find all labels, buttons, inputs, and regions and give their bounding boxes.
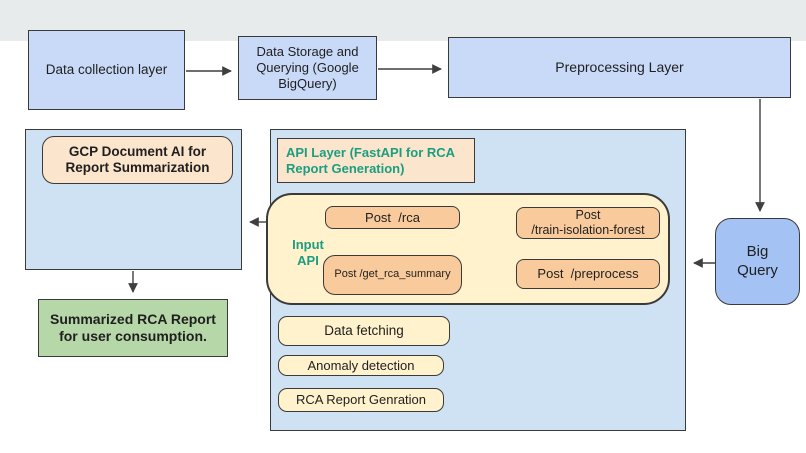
gcp-document-ai-label: GCP Document AI for Report Summarization <box>42 136 233 184</box>
endpoint-post-get-rca-summary: Post /get_rca_summary <box>323 255 462 295</box>
endpoint-post-preprocess: Post /preprocess <box>516 259 660 289</box>
data-collection-layer-box: Data collection layer <box>28 30 185 110</box>
big-query-box: Big Query <box>715 218 800 305</box>
stage-rca-report-generation: RCA Report Genration <box>278 388 444 412</box>
endpoint-post-rca: Post /rca <box>325 206 460 229</box>
preprocessing-layer-box: Preprocessing Layer <box>448 37 791 98</box>
input-api-label: Input API <box>292 237 324 268</box>
stage-data-fetching: Data fetching <box>278 316 450 346</box>
stage-anomaly-detection: Anomaly detection <box>278 355 444 376</box>
api-layer-title: API Layer (FastAPI for RCA Report Genera… <box>277 138 475 183</box>
data-storage-querying-box: Data Storage and Querying (Google BigQue… <box>238 36 377 100</box>
summarized-rca-report-box: Summarized RCA Report for user consumpti… <box>38 299 228 357</box>
endpoint-post-train-isolation-forest: Post /train-isolation-forest <box>516 207 660 239</box>
